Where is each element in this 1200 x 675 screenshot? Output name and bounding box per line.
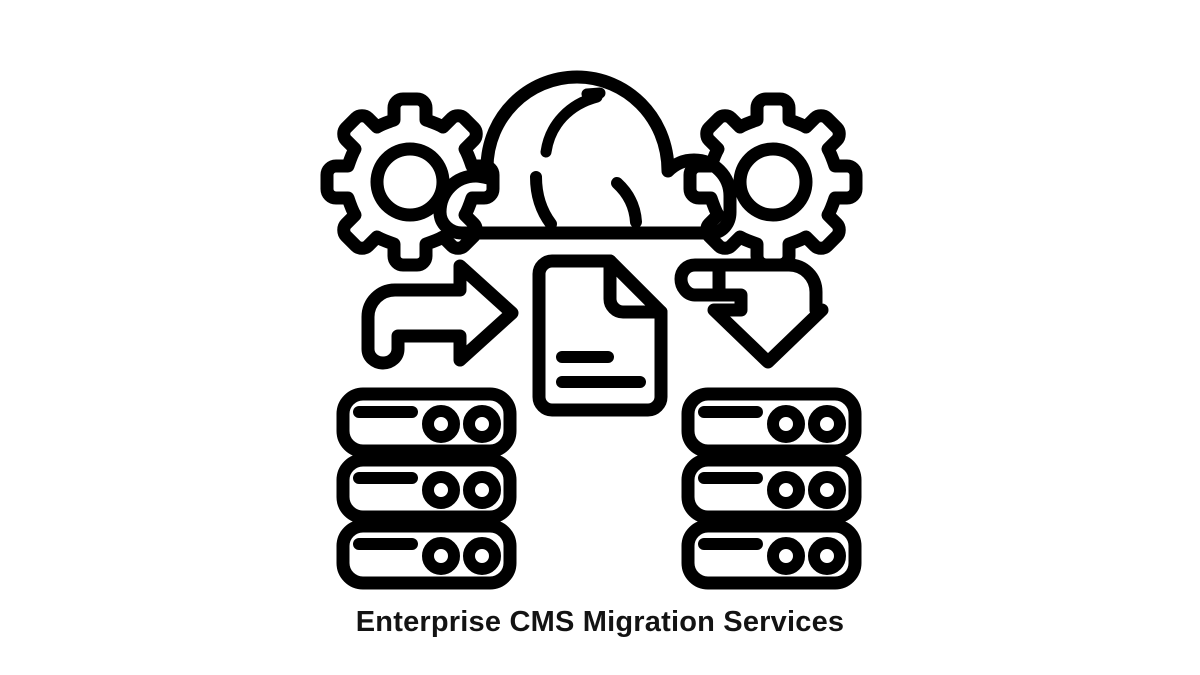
server-unit-light [463,537,501,575]
server-unit-body [681,519,862,590]
cloud-highlight-dash [581,87,606,100]
server-unit-light [767,537,805,575]
server-unit-light [808,537,846,575]
server-unit-light [808,405,846,443]
curved-arrow-down-tail [674,258,726,302]
gear-left-center-hole [370,142,450,222]
server-unit-body [681,387,862,458]
server-unit [681,519,862,590]
server-unit-body [681,453,862,524]
cloud-shine-arc [540,91,603,158]
server-unit-body [336,519,517,590]
server-unit [336,453,517,524]
document-outline [532,254,668,417]
gear-right-outline [683,92,863,272]
server-unit [336,387,517,458]
server-unit-body [336,453,517,524]
document-icon [532,254,668,417]
gear-right-icon [683,92,863,272]
curved-arrow-right-outline [361,259,519,370]
server-unit-body [336,387,517,458]
server-unit-light [422,471,460,509]
curved-arrow-right-icon [361,259,519,370]
curved-arrow-down-icon [674,258,829,369]
gear-left-outline [320,92,500,272]
server-stack-right-icon [681,387,862,590]
cloud-icon [433,70,737,240]
cloud-seam-left [530,171,557,230]
server-unit [681,453,862,524]
server-unit-light [422,537,460,575]
server-stack-left-icon [336,387,517,590]
document-fold [603,254,668,319]
server-unit [336,519,517,590]
server-unit-light [808,471,846,509]
cloud-seam-right [611,177,642,228]
gear-right-center-hole [733,142,813,222]
gear-left-icon [320,92,500,272]
server-unit-light [463,405,501,443]
server-unit-light [463,471,501,509]
server-unit-light [767,471,805,509]
page-title: Enterprise CMS Migration Services [355,606,845,638]
server-unit [681,387,862,458]
curved-arrow-down-outline [707,258,829,369]
server-unit-light [422,405,460,443]
cloud-outline [433,70,737,240]
server-unit-light [767,405,805,443]
